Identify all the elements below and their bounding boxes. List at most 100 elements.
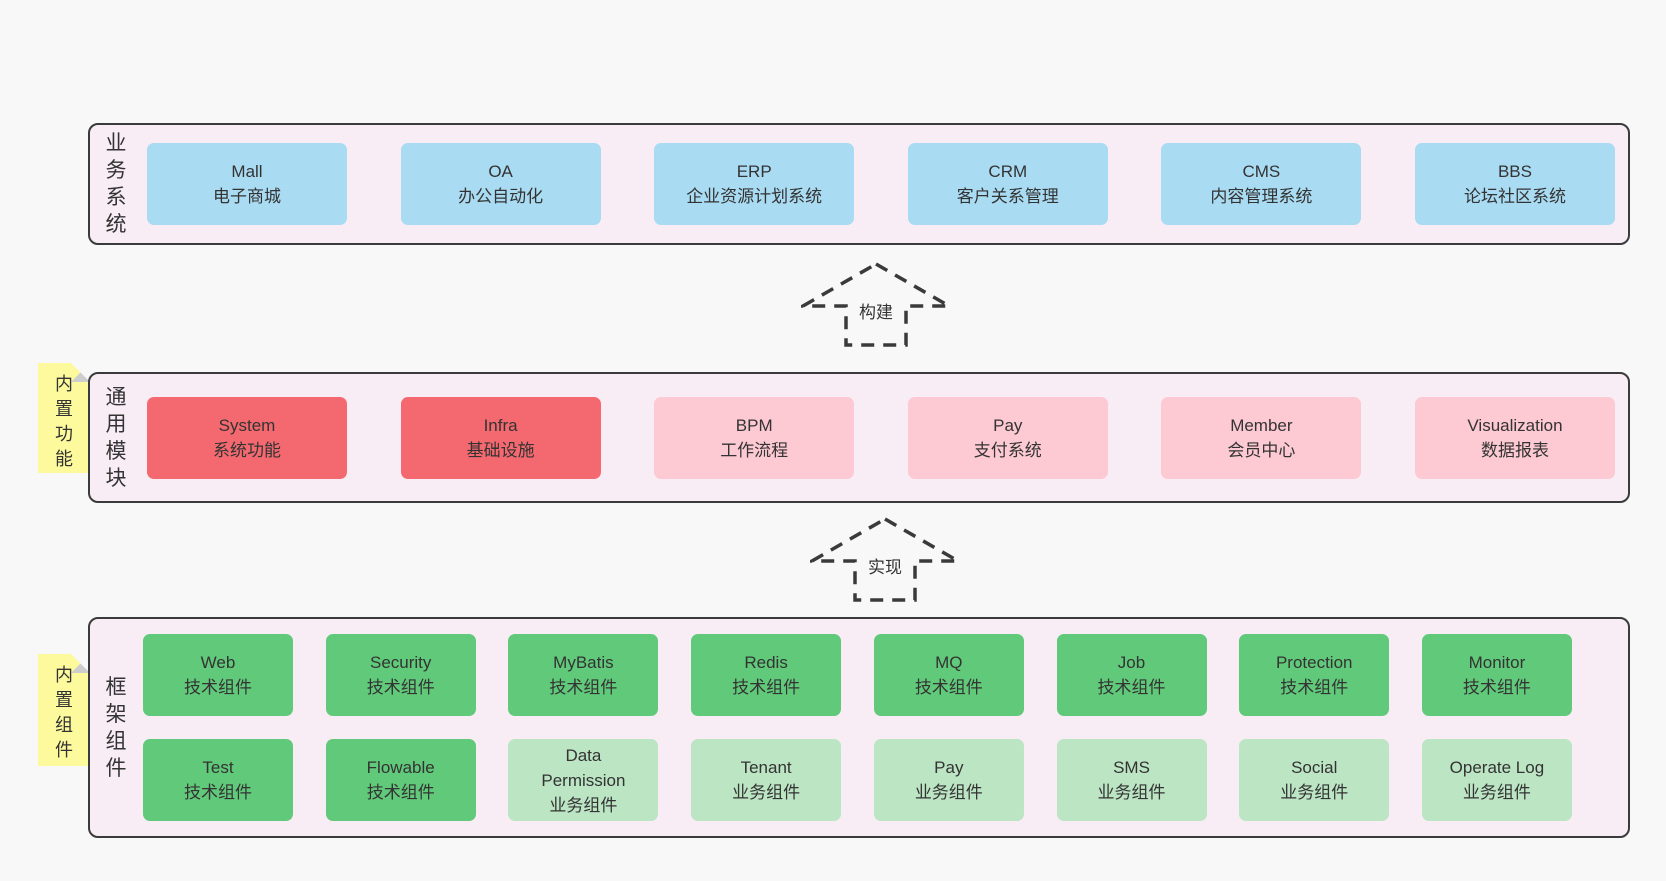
- box-subtitle-zh: 数据报表: [1480, 440, 1549, 460]
- box-title-en: CRM: [988, 162, 1028, 181]
- box-monitor: Monitor 技术组件: [1421, 634, 1572, 716]
- box-title-en: BPM: [735, 415, 773, 435]
- box-crm: CRM 客户关系管理: [907, 143, 1108, 225]
- box-subtitle-zh: 论坛社区系统: [1463, 187, 1566, 206]
- box-subtitle-zh: 业务组件: [1280, 783, 1349, 802]
- box-test: Test 技术组件: [143, 739, 293, 821]
- arrow-implement: 实现: [810, 515, 960, 603]
- box-tenant: Tenant 业务组件: [691, 739, 842, 821]
- box-bbs: BBS 论坛社区系统: [1414, 143, 1615, 225]
- box-oa: OA 办公自动化: [400, 143, 601, 225]
- box-visualization: Visualization 数据报表: [1414, 396, 1615, 479]
- box-operate-log: Operate Log 业务组件: [1421, 739, 1572, 821]
- box-title-en: Flowable: [366, 758, 435, 777]
- box-title-en: OA: [488, 162, 513, 181]
- box-title-en: SMS: [1113, 758, 1150, 777]
- box-mybatis: MyBatis 技术组件: [508, 634, 659, 716]
- box-data-permission: Data Permission 业务组件: [508, 739, 659, 821]
- arrow-implement-label: 实现: [864, 551, 906, 580]
- box-subtitle-zh: 技术组件: [1462, 678, 1531, 697]
- up-arrow-icon: [801, 261, 951, 347]
- box-title-en: ERP: [736, 162, 772, 181]
- box-subtitle-zh: 业务组件: [1097, 783, 1166, 802]
- components-row-2: Test 技术组件 Flowable 技术组件 Data Permission …: [143, 739, 1572, 821]
- box-subtitle-zh: 系统功能: [213, 440, 281, 460]
- box-mq: MQ 技术组件: [873, 634, 1024, 716]
- layer-business-systems: 业务系统 Mall 电子商城 OA 办公自动化 ERP 企业资源计划系统 CRM…: [88, 123, 1630, 245]
- box-subtitle-zh: 技术组件: [366, 678, 435, 697]
- layer-label-framework-components: 框架组件: [105, 675, 127, 780]
- box-protection: Protection 技术组件: [1239, 634, 1390, 716]
- box-title-en: Redis: [744, 653, 788, 672]
- box-subtitle-zh: 会员中心: [1227, 440, 1296, 460]
- box-system: System 系统功能: [147, 396, 347, 479]
- box-subtitle-zh: 技术组件: [1280, 678, 1349, 697]
- box-bpm: BPM 工作流程: [654, 396, 855, 479]
- box-pay: Pay 支付系统: [907, 396, 1108, 479]
- box-subtitle-zh: 技术组件: [184, 678, 252, 697]
- box-subtitle-zh: 技术组件: [549, 678, 618, 697]
- box-title-en: Monitor: [1468, 653, 1526, 672]
- box-job: Job 技术组件: [1056, 634, 1207, 716]
- layer-framework-components: 框架组件 Web 技术组件 Security 技术组件 MyBatis 技术组件…: [88, 617, 1630, 838]
- box-title-en: Tenant: [740, 758, 792, 777]
- box-title-en: Test: [202, 758, 234, 777]
- arrow-build-label: 构建: [855, 296, 897, 325]
- box-title-en: Member: [1230, 415, 1293, 435]
- box-title-en: Pay: [993, 415, 1023, 435]
- box-subtitle-zh: 技术组件: [732, 678, 801, 697]
- box-title-en: Protection: [1275, 653, 1353, 672]
- box-pay-biz: Pay 业务组件: [873, 739, 1024, 821]
- box-subtitle-zh: 技术组件: [366, 783, 435, 802]
- sticky-note-built-in-features: 内置功能: [38, 363, 90, 473]
- box-title-en: BBS: [1497, 162, 1532, 181]
- box-title-en: Mall: [231, 162, 263, 181]
- box-title-en: Pay: [934, 758, 964, 777]
- box-subtitle-zh: 业务组件: [914, 783, 983, 802]
- box-infra: Infra 基础设施: [400, 396, 601, 479]
- box-web: Web 技术组件: [143, 634, 293, 716]
- box-subtitle-zh: 客户关系管理: [956, 187, 1059, 206]
- box-flowable: Flowable 技术组件: [325, 739, 476, 821]
- box-social: Social 业务组件: [1239, 739, 1390, 821]
- box-subtitle-zh: 内容管理系统: [1210, 187, 1313, 206]
- note-text: 内置功能: [55, 374, 73, 469]
- box-security: Security 技术组件: [325, 634, 476, 716]
- note-text: 内置组件: [55, 665, 73, 760]
- box-title-en: Operate Log: [1449, 758, 1545, 777]
- box-erp: ERP 企业资源计划系统: [654, 143, 855, 225]
- layer-label-common-modules: 通用模块: [105, 385, 127, 490]
- box-subtitle-zh: 业务组件: [1462, 783, 1531, 802]
- box-title-en: Infra: [483, 415, 518, 435]
- layer-label-business-systems: 业务系统: [105, 132, 127, 236]
- box-subtitle-zh: 技术组件: [914, 678, 983, 697]
- box-title-en: MQ: [935, 653, 963, 672]
- box-subtitle-zh: 企业资源计划系统: [686, 187, 823, 206]
- box-subtitle-zh: 基础设施: [466, 440, 535, 460]
- box-title-en: Social: [1291, 758, 1338, 777]
- business-boxes-row: Mall 电子商城 OA 办公自动化 ERP 企业资源计划系统 CRM 客户关系…: [137, 143, 1628, 225]
- box-mall: Mall 电子商城: [147, 143, 347, 225]
- box-subtitle-zh: 技术组件: [184, 783, 252, 802]
- box-subtitle-zh: 业务组件: [732, 783, 801, 802]
- box-title-en: Data Permission: [541, 745, 626, 790]
- folded-corner-icon: [71, 363, 90, 382]
- layer-common-modules: 通用模块 System 系统功能 Infra 基础设施 BPM 工作流程 Pay…: [88, 372, 1630, 503]
- sticky-note-built-in-components: 内置组件: [38, 654, 90, 766]
- box-subtitle-zh: 工作流程: [720, 440, 789, 460]
- box-subtitle-zh: 办公自动化: [458, 187, 544, 206]
- components-rows: Web 技术组件 Security 技术组件 MyBatis 技术组件 Redi…: [137, 634, 1628, 821]
- box-subtitle-zh: 电子商城: [213, 187, 281, 206]
- box-title-en: Security: [369, 653, 432, 672]
- box-cms: CMS 内容管理系统: [1161, 143, 1362, 225]
- modules-boxes-row: System 系统功能 Infra 基础设施 BPM 工作流程 Pay 支付系统…: [137, 396, 1628, 479]
- box-title-en: Job: [1117, 653, 1146, 672]
- box-redis: Redis 技术组件: [691, 634, 842, 716]
- box-subtitle-zh: 支付系统: [973, 440, 1042, 460]
- up-arrow-icon: [810, 516, 960, 602]
- box-title-en: CMS: [1242, 162, 1281, 181]
- arrow-build: 构建: [801, 260, 951, 348]
- box-title-en: Web: [200, 653, 236, 672]
- box-title-en: Visualization: [1467, 415, 1563, 435]
